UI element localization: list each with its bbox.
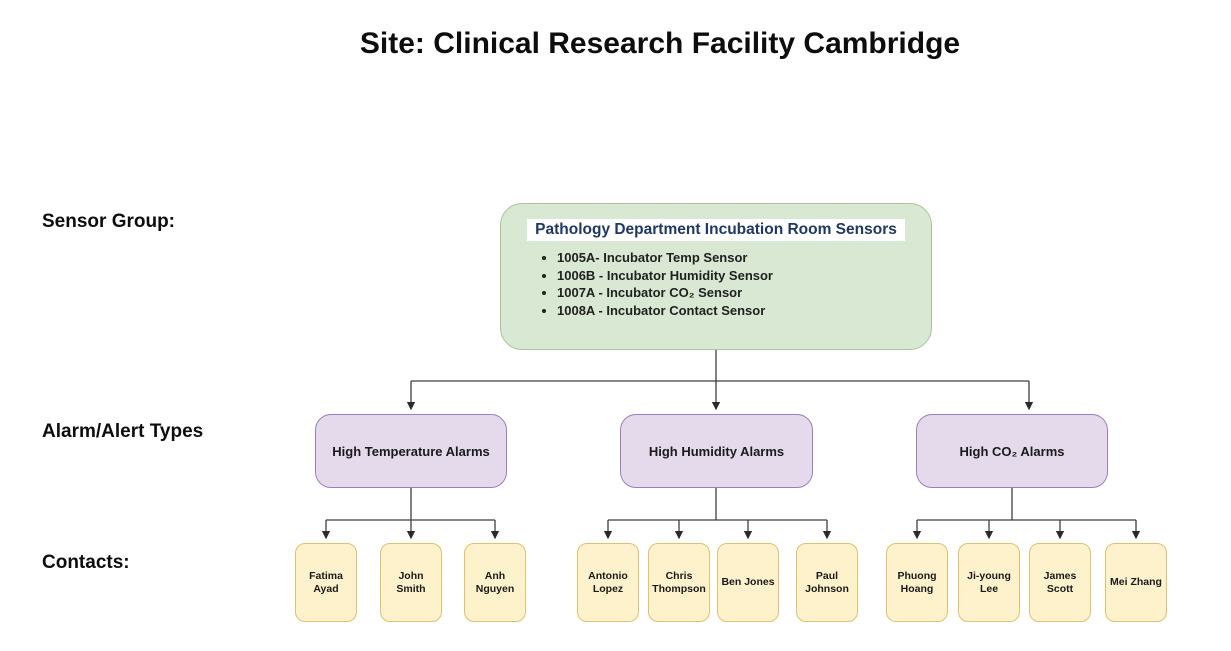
contact-name: Phuong Hoang bbox=[897, 569, 937, 595]
sensor-group-node: Pathology Department Incubation Room Sen… bbox=[500, 203, 932, 350]
contact-node: Fatima Ayad bbox=[295, 543, 357, 622]
alarm-node-label: High Temperature Alarms bbox=[332, 443, 490, 459]
contact-name: Mei Zhang bbox=[1110, 576, 1162, 588]
sensor-list-item: 1007A - Incubator CO₂ Sensor bbox=[557, 285, 931, 303]
row-label-sensor-group: Sensor Group: bbox=[42, 211, 176, 232]
contact-name: James Scott bbox=[1043, 569, 1077, 595]
contact-node: Anh Nguyen bbox=[464, 543, 526, 622]
contact-node: John Smith bbox=[380, 543, 442, 622]
contact-node: Mei Zhang bbox=[1105, 543, 1167, 622]
row-label-contacts: Contacts: bbox=[42, 552, 130, 573]
contact-name: Chris Thompson bbox=[652, 569, 706, 595]
sensor-list-item: 1005A- Incubator Temp Sensor bbox=[557, 250, 931, 268]
contact-node: Phuong Hoang bbox=[886, 543, 948, 622]
contact-node: Chris Thompson bbox=[648, 543, 710, 622]
contact-node: Ben Jones bbox=[717, 543, 779, 622]
alarm-node-label: High CO₂ Alarms bbox=[959, 443, 1065, 459]
contact-node: Ji-young Lee bbox=[958, 543, 1020, 622]
connector-co2-to-contacts bbox=[912, 488, 1141, 540]
contact-name: Antonio Lopez bbox=[588, 569, 628, 595]
connector-temp-to-contacts bbox=[321, 488, 500, 540]
sensor-list-item: 1008A - Incubator Contact Sensor bbox=[557, 303, 931, 321]
contact-name: Paul Johnson bbox=[805, 569, 849, 595]
contact-node: Antonio Lopez bbox=[577, 543, 639, 622]
contact-name: Ji-young Lee bbox=[967, 569, 1011, 595]
contact-name: Ben Jones bbox=[721, 576, 775, 588]
contact-name: Anh Nguyen bbox=[475, 569, 515, 595]
sensor-group-heading: Pathology Department Incubation Room Sen… bbox=[527, 219, 905, 241]
alarm-node-high-co2: High CO₂ Alarms bbox=[916, 414, 1108, 488]
contact-node: James Scott bbox=[1029, 543, 1091, 622]
connector-sensor-to-alarms bbox=[406, 350, 1034, 411]
contact-name: John Smith bbox=[396, 569, 426, 595]
alarm-node-high-temperature: High Temperature Alarms bbox=[315, 414, 507, 488]
row-label-alarm-types: Alarm/Alert Types bbox=[42, 421, 204, 442]
contact-node: Paul Johnson bbox=[796, 543, 858, 622]
sensor-list-item: 1006B - Incubator Humidity Sensor bbox=[557, 268, 931, 286]
sensor-list: 1005A- Incubator Temp Sensor 1006B - Inc… bbox=[501, 250, 931, 320]
alarm-node-high-humidity: High Humidity Alarms bbox=[620, 414, 813, 488]
alarm-node-label: High Humidity Alarms bbox=[648, 443, 785, 459]
connector-humidity-to-contacts bbox=[603, 488, 832, 540]
contact-name: Fatima Ayad bbox=[309, 569, 343, 595]
page-title: Site: Clinical Research Facility Cambrid… bbox=[359, 27, 961, 60]
